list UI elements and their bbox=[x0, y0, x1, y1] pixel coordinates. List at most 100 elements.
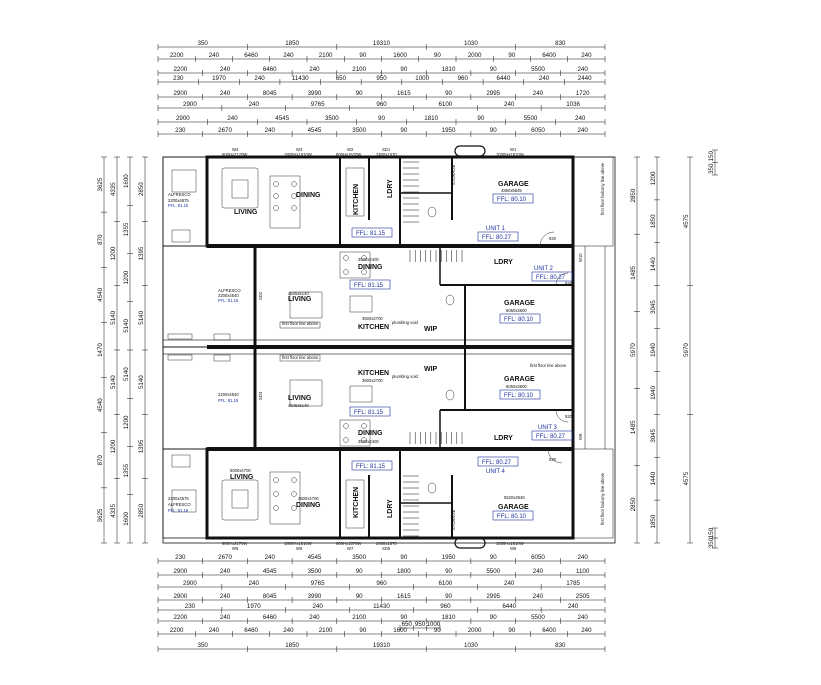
top-dim-value: 2200 bbox=[173, 66, 187, 73]
window-bottom-2: 1800Hx1810W bbox=[284, 541, 312, 546]
left-dim-value: 5140 bbox=[123, 318, 130, 332]
top-dim-value: 230 bbox=[173, 75, 184, 82]
top-dim-value: 2900 bbox=[173, 90, 187, 97]
left-dim-value: 1200 bbox=[110, 439, 117, 453]
bottom-dim-value: 3500 bbox=[308, 568, 322, 575]
bottom-dim-value: 2900 bbox=[173, 568, 187, 575]
left-dim-value: 2850 bbox=[138, 503, 145, 517]
bottom-dim-value: 6400 bbox=[542, 627, 556, 634]
unit2-label: UNIT 2 bbox=[534, 266, 554, 272]
top-dim-value: 5500 bbox=[524, 115, 538, 122]
bottom-dim-value: 2200 bbox=[173, 614, 187, 621]
top-dim-value: 6050 bbox=[531, 127, 545, 134]
storage-top-label: STORAGE bbox=[451, 164, 456, 185]
bottom-dim-value: 90 bbox=[356, 593, 363, 600]
window-top-1: 600Hx2170W bbox=[222, 152, 247, 157]
dining-top-label: DINING bbox=[296, 192, 321, 199]
bottom-dim-value: 90 bbox=[356, 568, 363, 575]
bottom-dim-value: 5500 bbox=[531, 614, 545, 621]
left-dim-value: 5140 bbox=[110, 375, 117, 389]
right-dim-value: 1850 bbox=[650, 214, 657, 228]
bottom-dim-value: 240 bbox=[577, 614, 588, 621]
left-dim-value: 5140 bbox=[138, 310, 145, 324]
top-dim-value: 6440 bbox=[497, 75, 511, 82]
bottom-dim-value: 90 bbox=[445, 593, 452, 600]
top-dim-value: 90 bbox=[490, 66, 497, 73]
right-dim-value: 1940 bbox=[650, 385, 657, 399]
door-size-bottom: 920 bbox=[549, 457, 557, 462]
left-dim-value: 1600 bbox=[123, 511, 130, 525]
top-dim-value: 90 bbox=[477, 115, 484, 122]
window-bottom-6: 2400x1570 bbox=[376, 541, 397, 546]
bottom-dim-value: 960 bbox=[376, 580, 387, 587]
right-dimension-strings: 2850148559701485285012001850144030451940… bbox=[630, 149, 718, 549]
right-dim-value: 5970 bbox=[630, 343, 637, 357]
ldry-u2-label: LDRY bbox=[494, 259, 513, 266]
top-dim-value: 240 bbox=[539, 75, 550, 82]
right-dim-value: 3045 bbox=[650, 428, 657, 442]
living-u2-label: LIVING bbox=[288, 296, 312, 303]
top-dim-value: 240 bbox=[265, 127, 276, 134]
left-dim-value: 870 bbox=[97, 234, 104, 245]
left-dim-value: 1355 bbox=[123, 222, 130, 236]
bottom-dim-value: 240 bbox=[249, 580, 260, 587]
bottom-dim-value: 8045 bbox=[263, 593, 277, 600]
ldry-bottom-label: LDRY bbox=[387, 499, 394, 518]
first-floor-line-note-right: first floor line above bbox=[530, 363, 567, 368]
bottom-dim-value: 90 bbox=[490, 554, 497, 561]
alfresco-u3-size: 2200x4540 bbox=[218, 392, 239, 397]
ffl-u4-living: FFL: 81.15 bbox=[356, 464, 386, 470]
window-top-4: W2 bbox=[347, 147, 354, 152]
wip-u2-label: WIP bbox=[424, 326, 438, 333]
bottom-dim-value: 3500 bbox=[352, 554, 366, 561]
left-dim-value: 2850 bbox=[138, 182, 145, 196]
bottom-dim-value: 240 bbox=[209, 627, 220, 634]
bottom-dim-value: 240 bbox=[533, 568, 544, 575]
right-dim-value: 1940 bbox=[650, 343, 657, 357]
door-size-u3: 920 bbox=[565, 414, 573, 419]
left-dim-value: 1600 bbox=[123, 174, 130, 188]
garage-top-label: GARAGE bbox=[498, 181, 529, 188]
unit1-label: UNIT 1 bbox=[486, 226, 506, 232]
window-bottom-0: 600Hx2170W bbox=[222, 541, 247, 546]
bottom-dim-value: 6050 bbox=[531, 554, 545, 561]
dining-u3-label: DINING bbox=[358, 430, 383, 437]
room-labels: ALFRESCO 2200x4875 FFL: 81.15 LIVING DIN… bbox=[168, 164, 573, 530]
dining-u2-size: 3500x2400 bbox=[358, 257, 379, 262]
top-dim-value: 240 bbox=[220, 90, 231, 97]
top-dim-value: 2100 bbox=[352, 66, 366, 73]
left-dim-value: 5140 bbox=[123, 367, 130, 381]
garage-u2-ffl: FFL: 80.10 bbox=[504, 317, 534, 323]
ffl-u4-entry: FFL: 80.27 bbox=[482, 460, 512, 466]
top-dim-value: 90 bbox=[434, 52, 441, 59]
top-dim-value: 2900 bbox=[183, 101, 197, 108]
left-dim-value: 3625 bbox=[97, 177, 104, 191]
top-dim-value: 960 bbox=[458, 75, 469, 82]
top-dim-value: 1000 bbox=[415, 75, 429, 82]
ldry-u3-label: LDRY bbox=[494, 435, 513, 442]
top-dim-value: 240 bbox=[220, 66, 231, 73]
bottom-dim-value: 240 bbox=[581, 627, 592, 634]
top-dim-value: 11430 bbox=[292, 75, 309, 82]
bottom-dim-value: 90 bbox=[400, 614, 407, 621]
top-dim-value: 350 bbox=[198, 40, 209, 47]
top-dim-value: 240 bbox=[249, 101, 260, 108]
window-top-8: W1 bbox=[510, 147, 517, 152]
top-dim-value: 1950 bbox=[442, 127, 456, 134]
top-dim-value: 1970 bbox=[212, 75, 226, 82]
left-dim-value: 1200 bbox=[123, 270, 130, 284]
bottom-dim-value: 240 bbox=[568, 603, 579, 610]
top-dim-value: 1036 bbox=[566, 101, 580, 108]
stairs bbox=[403, 161, 463, 537]
right-dim-value: 350 bbox=[708, 163, 715, 174]
top-dim-value: 4545 bbox=[308, 127, 322, 134]
top-dim-value: 240 bbox=[533, 90, 544, 97]
bottom-dim-value: 1850 bbox=[285, 642, 299, 649]
bottom-dim-value: 5500 bbox=[486, 568, 500, 575]
bottom-dim-value: 2505 bbox=[576, 593, 590, 600]
top-dim-value: 240 bbox=[581, 52, 592, 59]
alfresco-top-ffl: FFL: 81.15 bbox=[168, 203, 189, 208]
building-walls bbox=[162, 155, 616, 544]
window-top-2: W3 bbox=[296, 147, 303, 152]
